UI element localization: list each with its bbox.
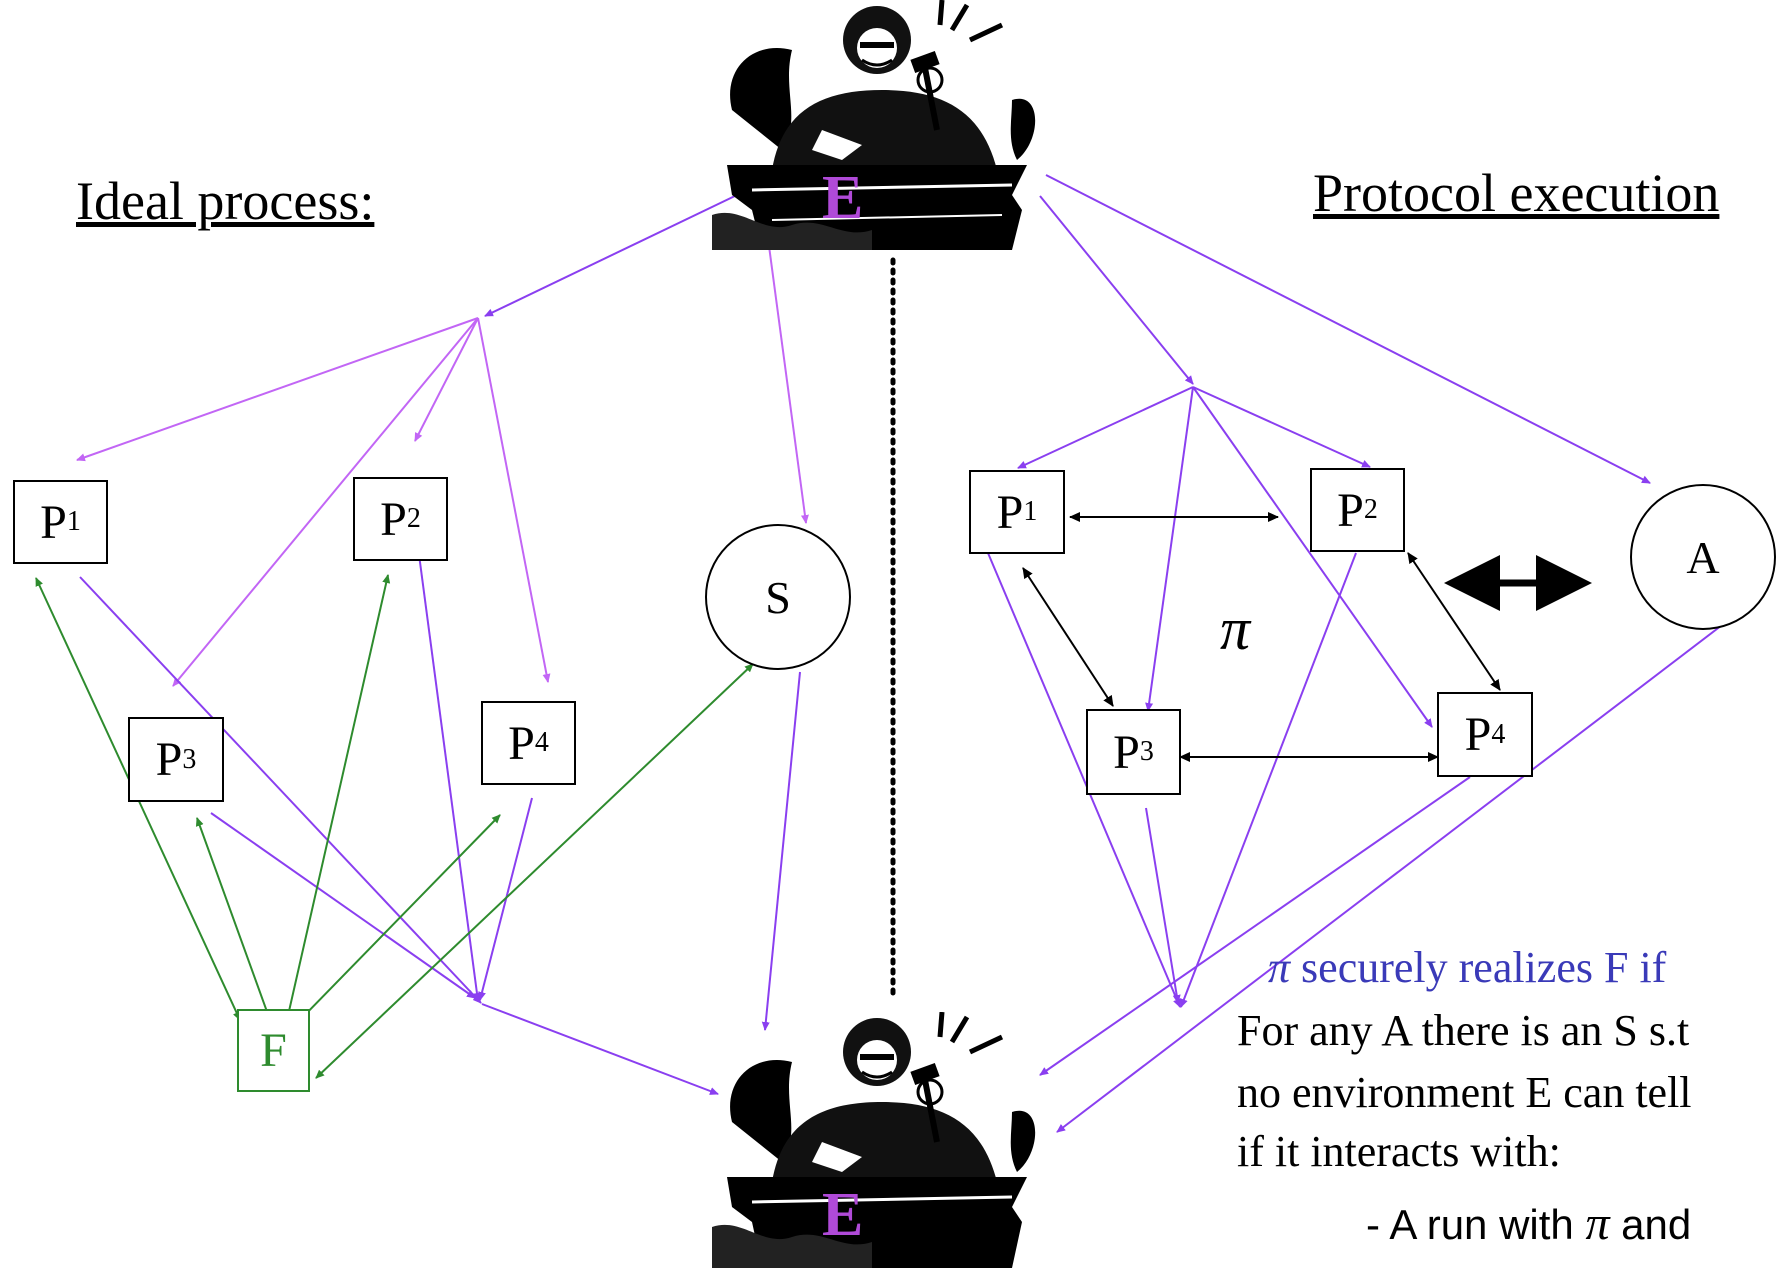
arrow-e-to-ideal-hub xyxy=(484,194,738,317)
real-p4-sub: 4 xyxy=(1491,718,1506,750)
arrow-rhub-to-p4 xyxy=(1192,386,1433,728)
environment-bottom-label: E xyxy=(822,1181,864,1249)
arrow-rp4-to-e xyxy=(1039,776,1471,1076)
judge-figure-top-icon xyxy=(712,0,1036,250)
arrow-rhub-to-p2 xyxy=(1192,386,1371,468)
ideal-p2-sub: 2 xyxy=(406,503,421,534)
definition-line-3: if it interacts with: xyxy=(1237,1127,1561,1176)
arrow-s-to-e xyxy=(761,671,801,1031)
environment-top xyxy=(712,0,1052,250)
adversary-label: A xyxy=(1686,531,1720,583)
environment-bottom xyxy=(712,1011,1052,1268)
ideal-process-heading: Ideal process: xyxy=(76,171,375,231)
arrow-rp1-rp3 xyxy=(1022,567,1114,707)
arrow-p3-to-collector xyxy=(210,812,476,999)
real-p4-name: P xyxy=(1464,708,1492,761)
arrow-hub-to-p2 xyxy=(414,317,479,442)
ideal-p2-name: P xyxy=(380,492,407,546)
definition-title-text: securely realizes F if xyxy=(1290,943,1667,992)
definition-line-4-suffix: and xyxy=(1609,1201,1692,1248)
arrow-rp3-to-collector xyxy=(1145,807,1181,1004)
arrow-a-to-e xyxy=(1056,618,1731,1133)
judge-figure-bottom-icon xyxy=(712,1011,1036,1268)
definition-line-4-prefix: - A run with xyxy=(1366,1201,1586,1248)
arrow-rp2-to-collector xyxy=(1180,552,1357,1008)
real-p3-sub: 3 xyxy=(1139,736,1154,767)
definition-title: π securely realizes F if xyxy=(1268,942,1666,993)
arrow-p3-f xyxy=(195,817,272,1021)
arrow-collector-to-e xyxy=(481,1003,719,1095)
ideal-p1-name: P xyxy=(40,495,67,549)
arrow-rhub-to-p1 xyxy=(1017,386,1194,469)
definition-line-4-pi: π xyxy=(1585,1197,1610,1250)
simulator-label: S xyxy=(765,571,791,623)
arrow-hub-to-p1 xyxy=(76,317,479,462)
real-p1-sub: 1 xyxy=(1023,496,1038,527)
arrow-e-to-real-hub xyxy=(1039,195,1194,385)
arrow-rp1-to-collector xyxy=(987,552,1181,1008)
definition-line-4: - A run with π and xyxy=(1366,1196,1691,1251)
arrow-rhub-to-p3 xyxy=(1145,386,1194,712)
definition-line-1: For any A there is an S s.t xyxy=(1237,1006,1690,1055)
ideal-p3-name: P xyxy=(155,733,183,786)
arrow-rp2-rp4 xyxy=(1407,552,1501,691)
arrow-s-f xyxy=(315,663,754,1079)
adversary-a: A xyxy=(1630,484,1776,630)
definition-pi-symbol: π xyxy=(1268,943,1291,992)
real-p1-name: P xyxy=(996,485,1024,539)
ideal-p3-sub: 3 xyxy=(182,743,197,775)
real-p2-name: P xyxy=(1337,483,1364,537)
protocol-execution-heading: Protocol execution xyxy=(1313,163,1720,223)
ideal-p4-name: P xyxy=(508,716,535,770)
simulator-s: S xyxy=(705,524,851,670)
protocol-pi-symbol: π xyxy=(1220,596,1251,662)
arrow-e-to-a xyxy=(1045,174,1651,484)
arrow-p2-f xyxy=(284,574,391,1021)
arrow-e-to-s xyxy=(768,245,809,524)
real-p2-sub: 2 xyxy=(1363,494,1378,525)
functionality-label: F xyxy=(260,1024,287,1077)
ideal-p4-sub: 4 xyxy=(534,727,549,758)
arrow-hub-to-p4 xyxy=(477,317,551,683)
ideal-p1-sub: 1 xyxy=(66,506,81,537)
environment-top-label: E xyxy=(822,164,864,232)
real-p3-name: P xyxy=(1113,725,1140,779)
ideal-functionality-f: F xyxy=(237,1009,310,1092)
definition-line-2: no environment E can tell xyxy=(1237,1068,1692,1117)
